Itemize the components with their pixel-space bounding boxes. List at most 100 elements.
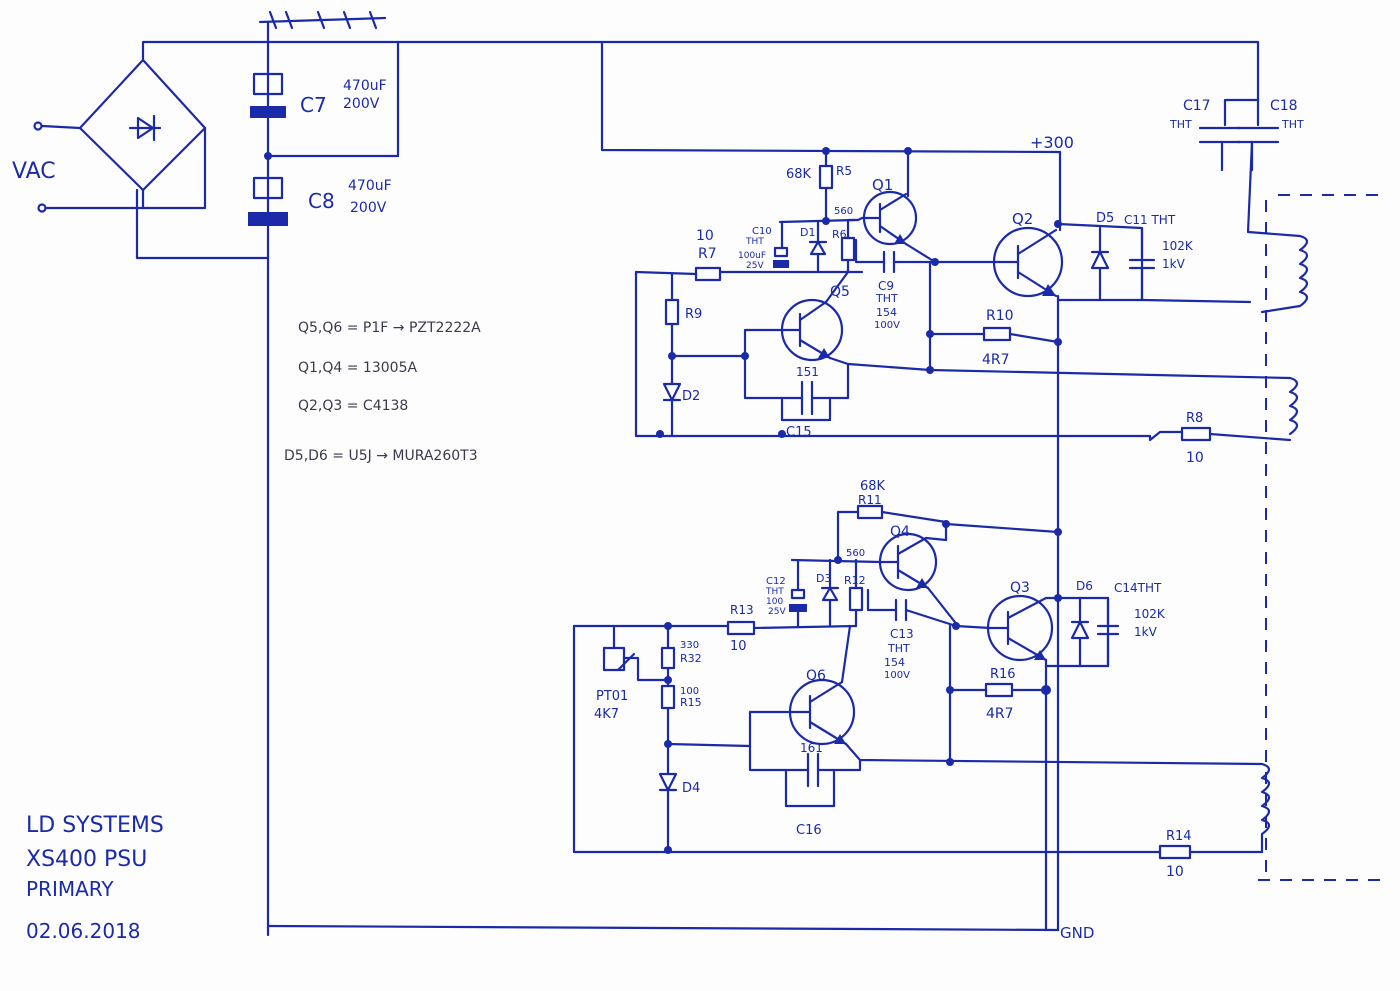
transistor-q6: Q6: [748, 668, 856, 746]
svg-text:154: 154: [876, 306, 897, 319]
svg-text:R11: R11: [858, 493, 882, 507]
title-line-3: PRIMARY: [26, 877, 114, 901]
note-line-2: Q1,Q4 = 13005A: [298, 360, 417, 376]
svg-text:470uF: 470uF: [343, 78, 387, 94]
svg-text:68K: 68K: [786, 167, 812, 182]
svg-text:200V: 200V: [343, 96, 380, 112]
vac-label: VAC: [12, 159, 56, 184]
svg-text:D3: D3: [816, 572, 831, 585]
svg-text:R14: R14: [1166, 829, 1192, 844]
svg-text:161: 161: [800, 741, 823, 755]
svg-text:THT: THT: [745, 237, 764, 247]
capacitor-c10: C10 THT 100uF 25V: [738, 220, 789, 271]
svg-text:1kV: 1kV: [1134, 625, 1158, 639]
transformer-winding-bottom: [1260, 762, 1271, 854]
svg-text:25V: 25V: [768, 607, 786, 617]
resistor-r9: R9: [664, 272, 702, 386]
svg-text:151: 151: [796, 365, 819, 379]
svg-text:D5: D5: [1096, 211, 1114, 226]
svg-text:470uF: 470uF: [348, 178, 392, 194]
capacitor-c12: C12 THT 100 25V: [765, 558, 807, 628]
capacitor-c14: C14THT 102K 1kV: [1096, 581, 1166, 668]
resistor-r8: R8 10: [1148, 411, 1292, 466]
svg-text:560: 560: [834, 206, 853, 217]
diode-d4: D4: [658, 772, 700, 852]
svg-text:10: 10: [696, 228, 714, 244]
capacitor-c9: C9 THT 154 100V: [854, 238, 937, 331]
capacitor-c7: C7 470uF 200V: [250, 40, 400, 160]
transistor-q3: Q3: [986, 580, 1054, 662]
svg-text:C8: C8: [308, 189, 335, 213]
svg-text:THT: THT: [1169, 118, 1192, 131]
svg-text:C17: C17: [1183, 98, 1211, 114]
resistor-r6: 560 R6: [832, 206, 856, 274]
transistor-q1: Q1: [860, 176, 918, 246]
resistor-r14: R14 10: [1158, 829, 1264, 880]
svg-text:THT: THT: [765, 587, 784, 597]
svg-text:4K7: 4K7: [594, 707, 619, 722]
svg-text:R12: R12: [844, 574, 866, 587]
svg-text:4R7: 4R7: [986, 706, 1014, 722]
transformer-winding-top: [1260, 234, 1309, 314]
part-notes: Q5,Q6 = P1F → PZT2222A Q1,Q4 = 13005A Q2…: [284, 320, 481, 464]
svg-text:D1: D1: [800, 226, 815, 239]
svg-text:THT: THT: [875, 292, 898, 305]
title-line-1: LD SYSTEMS: [26, 813, 164, 838]
svg-text:C18: C18: [1270, 98, 1298, 114]
svg-text:25V: 25V: [746, 261, 764, 271]
resistor-r12: 560 R12: [844, 548, 866, 628]
svg-text:100uF: 100uF: [738, 251, 766, 261]
svg-text:R32: R32: [680, 652, 702, 665]
diode-d6: D6: [1070, 579, 1093, 668]
svg-text:Q4: Q4: [890, 524, 910, 540]
trimmer-pt01: PT01 4K7: [594, 624, 670, 722]
svg-text:Q3: Q3: [1010, 580, 1030, 596]
svg-text:10: 10: [1166, 864, 1184, 880]
svg-text:R5: R5: [836, 164, 852, 178]
svg-text:C12: C12: [766, 576, 786, 587]
gnd-label: GND: [1060, 924, 1094, 942]
svg-text:Q1: Q1: [872, 176, 893, 194]
resistor-r5: 68K R5: [786, 149, 852, 224]
resistor-r10: R10 4R7: [928, 308, 1060, 368]
note-line-3: Q2,Q3 = C4138: [298, 398, 408, 414]
capacitor-c17-c18: C17 THT C18 THT: [1169, 98, 1304, 172]
note-line-1: Q5,Q6 = P1F → PZT2222A: [298, 320, 481, 336]
svg-text:4R7: 4R7: [982, 352, 1010, 368]
capacitor-c15: 151 C15: [743, 354, 850, 440]
diode-d1: D1: [800, 220, 828, 274]
svg-text:D2: D2: [682, 389, 700, 404]
bridge-rectifier: [78, 58, 207, 192]
svg-text:C13: C13: [890, 627, 914, 641]
resistor-r11: 68K R11: [836, 479, 948, 562]
plus-300-label: +300: [1030, 133, 1074, 152]
svg-text:102K: 102K: [1134, 607, 1166, 621]
diode-d3: D3: [816, 558, 840, 628]
transistor-q4: Q4: [878, 524, 938, 592]
resistor-r16: R16 4R7: [948, 624, 1048, 764]
svg-text:100V: 100V: [874, 320, 900, 331]
capacitor-c8: C8 470uF 200V: [248, 176, 392, 226]
title-block: LD SYSTEMS XS400 PSU PRIMARY 02.06.2018: [26, 813, 164, 943]
svg-text:100: 100: [766, 597, 783, 607]
svg-text:R7: R7: [698, 246, 717, 262]
svg-text:68K: 68K: [860, 479, 886, 494]
svg-text:R9: R9: [685, 307, 702, 322]
svg-text:R13: R13: [730, 603, 754, 617]
svg-text:154: 154: [884, 656, 905, 669]
svg-text:200V: 200V: [350, 200, 387, 216]
svg-text:1kV: 1kV: [1162, 257, 1186, 271]
transformer-winding-mid: [1288, 376, 1299, 436]
svg-text:PT01: PT01: [596, 689, 628, 704]
resistor-r13: R13 10: [572, 603, 858, 654]
svg-text:100V: 100V: [884, 670, 910, 681]
svg-text:102K: 102K: [1162, 239, 1194, 253]
svg-text:10: 10: [1186, 450, 1204, 466]
svg-text:R10: R10: [986, 308, 1014, 324]
ac-input: VAC: [12, 121, 207, 213]
title-line-2: XS400 PSU: [26, 847, 147, 872]
svg-text:330: 330: [680, 640, 699, 651]
svg-text:Q6: Q6: [806, 668, 826, 684]
